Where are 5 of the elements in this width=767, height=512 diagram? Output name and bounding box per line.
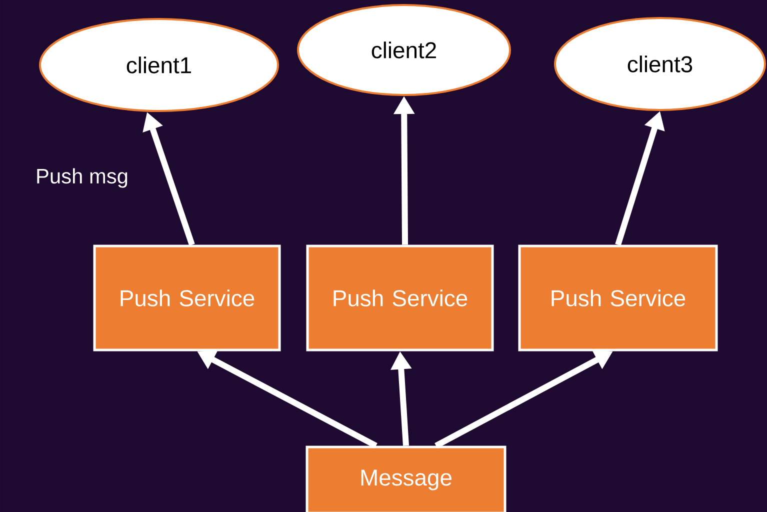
edge-label: Push msg — [37, 168, 128, 188]
service-box: Push Service — [93, 244, 281, 352]
service-box: Push Service — [306, 244, 494, 352]
service-box: Message — [306, 446, 506, 512]
service-box: Push Service — [518, 244, 718, 352]
